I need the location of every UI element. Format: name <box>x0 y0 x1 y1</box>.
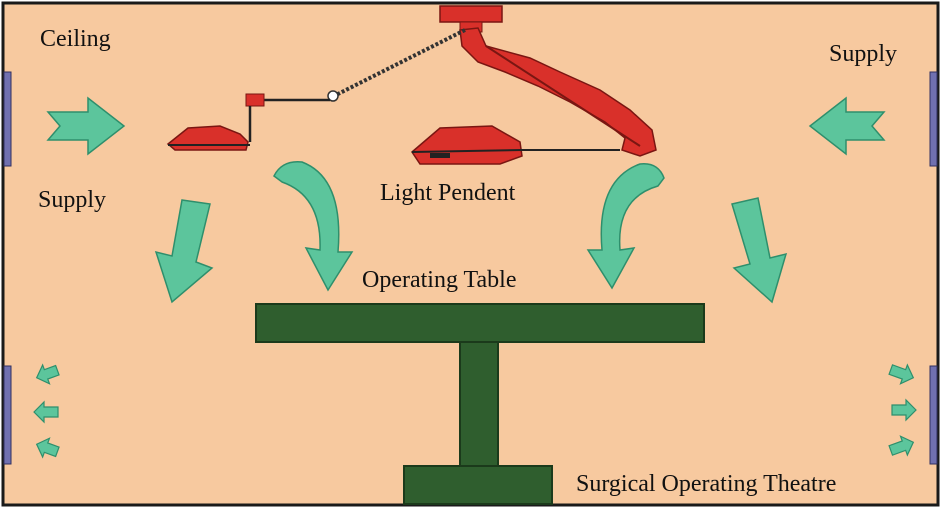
exhaust-vent-right <box>929 365 938 465</box>
light-pendent <box>166 5 657 165</box>
small-arrow-icon <box>888 435 915 457</box>
supply-vent-left <box>3 71 12 167</box>
supply-arrow-left-icon <box>46 96 126 156</box>
operating-table <box>255 303 705 505</box>
ceiling-mount <box>439 5 503 23</box>
supply-arrow-right-icon <box>808 96 886 156</box>
table-base <box>403 465 553 505</box>
supply-label-right: Supply <box>829 41 898 67</box>
ceiling-label: Ceiling <box>40 26 111 52</box>
down-arrow-right-icon <box>731 197 788 304</box>
pendent-arm-left <box>329 28 466 100</box>
theatre-label: Surgical Operating Theatre <box>576 471 837 497</box>
down-arrow-left-icon <box>154 199 214 304</box>
supply-vent-right <box>929 71 938 167</box>
light-pendent-label: Light Pendent <box>380 180 516 206</box>
table-top <box>255 303 705 343</box>
small-arrow-icon <box>35 363 60 385</box>
table-column <box>459 341 499 467</box>
exhaust-vent-left <box>3 365 12 465</box>
small-arrow-icon <box>35 437 60 459</box>
curved-arrow-left-icon <box>273 161 354 292</box>
supply-label-left: Supply <box>38 187 107 213</box>
small-arrow-icon <box>33 400 59 424</box>
exhaust-arrows-right <box>888 363 917 457</box>
small-arrow-icon <box>891 398 917 422</box>
exhaust-arrows-left <box>33 363 60 459</box>
operating-table-label: Operating Table <box>362 267 517 293</box>
curved-arrow-right-icon <box>586 163 665 290</box>
small-arrow-icon <box>888 363 915 385</box>
